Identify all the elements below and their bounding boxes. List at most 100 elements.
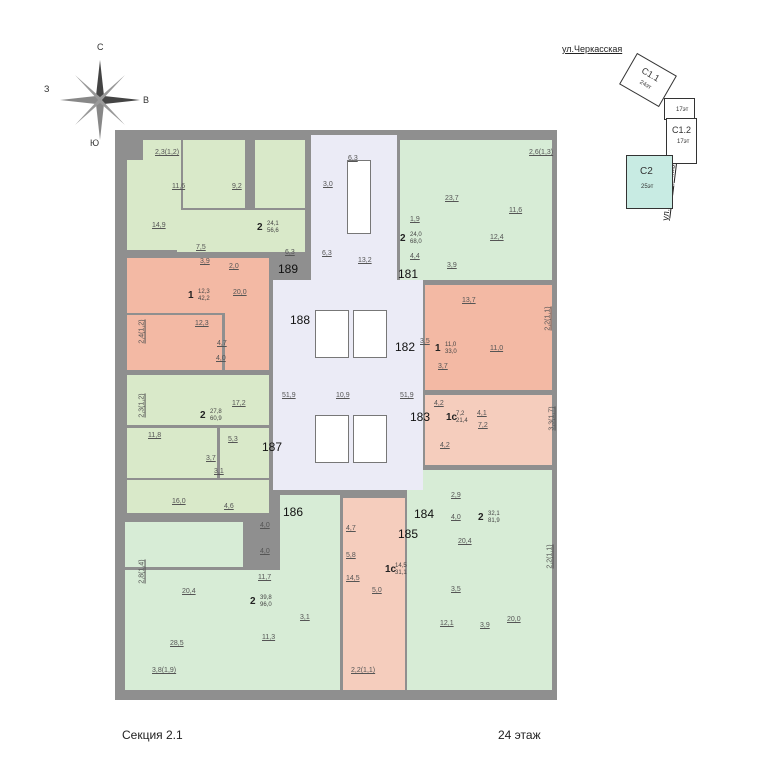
room-area-label: 2,2(1,1) bbox=[546, 544, 554, 569]
room-area-label: 20,4 bbox=[458, 538, 472, 545]
section-label: Секция 2.1 bbox=[122, 728, 183, 742]
room-area-label: 2,3(1,2) bbox=[138, 393, 146, 418]
apartment-room-count: 2 bbox=[250, 596, 256, 607]
apartment-living-area: 7,2 bbox=[456, 411, 465, 417]
room-area-label: 10,9 bbox=[336, 392, 350, 399]
room-area-label: 3,1 bbox=[300, 614, 310, 621]
site-block-name: С2 bbox=[640, 166, 653, 177]
compass-s: Ю bbox=[90, 138, 100, 148]
apartment-number: 187 bbox=[262, 440, 283, 454]
apartment-room-count: 2 bbox=[400, 233, 406, 244]
room-area-label: 17,2 bbox=[232, 400, 246, 407]
room-area-label: 2,0 bbox=[229, 263, 239, 270]
room-area-label: 4,0 bbox=[260, 548, 270, 555]
room-area-label: 2,9 bbox=[451, 492, 461, 499]
room-area-label: 3,8(1,9) bbox=[152, 667, 177, 674]
apartment-room-count: 1с bbox=[385, 564, 397, 575]
room-area-label: 28,5 bbox=[170, 640, 184, 647]
room-area-label: 14,9 bbox=[152, 222, 166, 229]
site-block-floors: 17эт bbox=[676, 107, 689, 113]
room-area-label: 3,1 bbox=[214, 468, 224, 475]
room-area-label: 4,7 bbox=[346, 525, 356, 532]
apartment-room-count: 1 bbox=[435, 343, 441, 354]
room-area-label: 20,0 bbox=[507, 616, 521, 623]
room-area-label: 7,5 bbox=[196, 244, 206, 251]
room-area-label: 3,5 bbox=[451, 586, 461, 593]
room-area-label: 3,9 bbox=[447, 262, 457, 269]
room-area-label: 2,2(1,1) bbox=[351, 667, 376, 674]
apartment-number: 182 bbox=[395, 340, 416, 354]
room-area-label: 6,3 bbox=[322, 250, 332, 257]
room-area-label: 2,8(1,4) bbox=[138, 559, 146, 584]
room-area-label: 5,3 bbox=[228, 436, 238, 443]
apartment-number: 185 bbox=[398, 527, 419, 541]
compass-n: С bbox=[97, 42, 104, 52]
apartment-living-area: 32,1 bbox=[488, 511, 500, 517]
apartment-living-area: 12,3 bbox=[198, 289, 210, 295]
room-area-label: 6,3 bbox=[285, 249, 295, 256]
room-area-label: 4,0 bbox=[260, 522, 270, 529]
room-area-label: 12,1 bbox=[440, 620, 454, 627]
room-area-label: 5,8 bbox=[346, 552, 356, 559]
apartment-total-area: 96,0 bbox=[260, 602, 272, 608]
room-area-label: 3,5 bbox=[420, 338, 430, 345]
room-area-label: 4,1 bbox=[477, 410, 487, 417]
floor-plan bbox=[115, 130, 557, 700]
street-label: ул.Черкасская bbox=[562, 44, 623, 54]
room-area-label: 2,4(1,2) bbox=[138, 319, 146, 344]
site-block-name: С1.2 bbox=[672, 125, 692, 135]
apartment-living-area: 24,0 bbox=[410, 232, 422, 238]
room-area-label: 4,2 bbox=[440, 442, 450, 449]
room-area-label: 3,9 bbox=[480, 622, 490, 629]
compass-w: З bbox=[44, 84, 50, 94]
apartment-total-area: 56,6 bbox=[267, 228, 279, 234]
apartment-number: 189 bbox=[278, 262, 299, 276]
room-area-label: 20,0 bbox=[233, 289, 247, 296]
room-area-label: 23,7 bbox=[445, 195, 459, 202]
apartment-total-area: 31,1 bbox=[395, 570, 407, 576]
apartment-total-area: 42,2 bbox=[198, 296, 210, 302]
room-area-label: 4,0 bbox=[451, 514, 461, 521]
room-area-label: 12,3 bbox=[195, 320, 209, 327]
room-area-label: 2,6(1,3) bbox=[529, 149, 554, 156]
room-area-label: 7,2 bbox=[478, 422, 488, 429]
room-area-label: 16,0 bbox=[172, 498, 186, 505]
apartment-total-area: 33,0 bbox=[445, 349, 457, 355]
room-area-label: 51,9 bbox=[282, 392, 296, 399]
room-area-label: 3,3(1,7) bbox=[548, 406, 556, 431]
apartment-room-count: 2 bbox=[257, 222, 263, 233]
room-area-label: 51,9 bbox=[400, 392, 414, 399]
room-area-label: 4,2 bbox=[434, 400, 444, 407]
compass-e: В bbox=[143, 95, 150, 105]
room-area-label: 14,5 bbox=[346, 575, 360, 582]
apartment-room-count: 2 bbox=[478, 512, 484, 523]
room-area-label: 11,3 bbox=[262, 634, 276, 641]
apartment-living-area: 14,5 bbox=[395, 563, 407, 569]
apartment-living-area: 39,8 bbox=[260, 595, 272, 601]
apartment-room-count: 1с bbox=[446, 412, 458, 423]
apartment-number: 183 bbox=[410, 410, 431, 424]
room-area-label: 20,4 bbox=[182, 588, 196, 595]
room-area-label: 4,0 bbox=[216, 355, 226, 362]
room-area-label: 9,2 bbox=[232, 183, 242, 190]
room-area-label: 11,7 bbox=[258, 574, 272, 581]
room-area-label: 3,0 bbox=[323, 181, 333, 188]
apartment-room-count: 1 bbox=[188, 290, 194, 301]
floor-label: 24 этаж bbox=[498, 728, 541, 742]
room-area-label: 11,6 bbox=[172, 183, 186, 190]
apartment-living-area: 11,0 bbox=[445, 342, 457, 348]
room-area-label: 2,2(1,1) bbox=[544, 306, 552, 331]
room-area-label: 11,8 bbox=[148, 432, 162, 439]
room-area-label: 3,9 bbox=[200, 258, 210, 265]
site-block-floors: 24эт bbox=[638, 79, 653, 91]
room-area-label: 3,7 bbox=[206, 455, 216, 462]
room-area-label: 3,7 bbox=[438, 363, 448, 370]
room-area-label: 4,4 bbox=[410, 253, 420, 260]
room-area-label: 4,7 bbox=[217, 340, 227, 347]
apartment-total-area: 68,0 bbox=[410, 239, 422, 245]
room-area-label: 11,6 bbox=[509, 207, 523, 214]
apartment-number: 188 bbox=[290, 313, 311, 327]
apartment-total-area: 60,9 bbox=[210, 416, 222, 422]
room-area-label: 2,3(1,2) bbox=[155, 149, 180, 156]
